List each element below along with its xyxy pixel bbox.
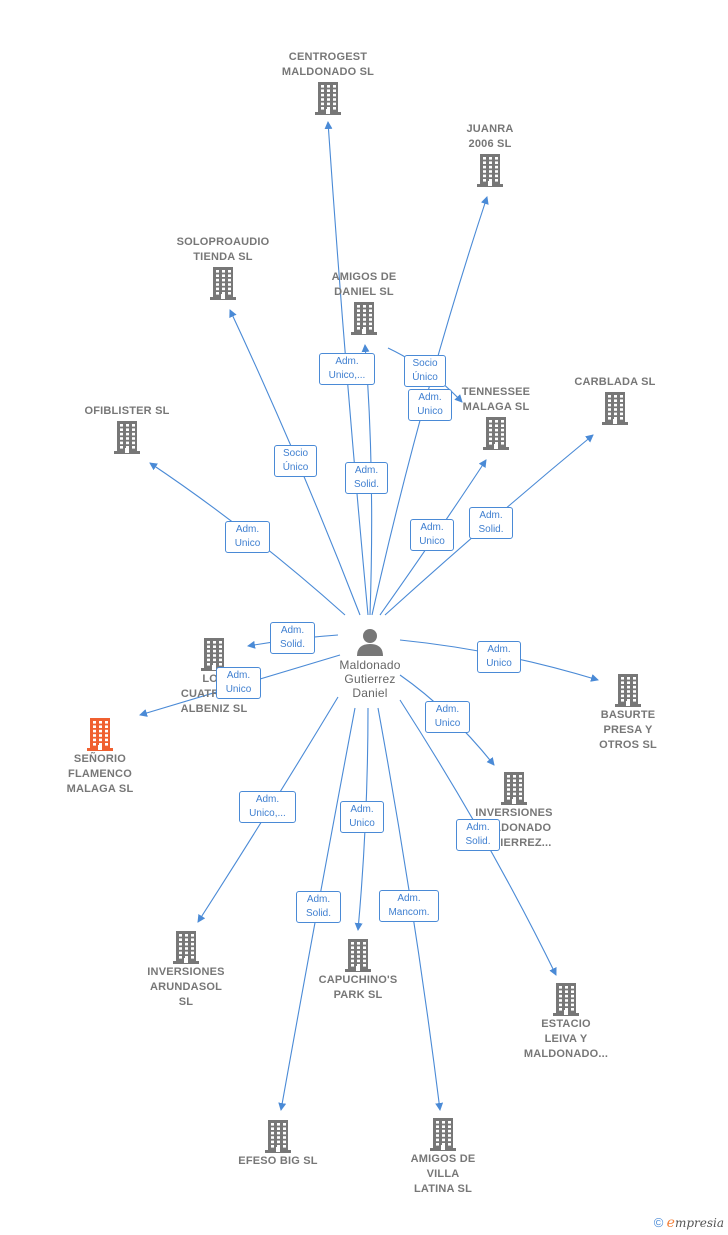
brand-logo-text: mpresia xyxy=(674,1216,724,1230)
company-carblada[interactable]: CARBLADA SL xyxy=(560,375,670,426)
company-label: SEÑORIO FLAMENCO MALAGA SL xyxy=(66,753,134,795)
role-label-capuchinos[interactable]: Adm. Unico xyxy=(340,801,384,833)
role-label-basurte[interactable]: Adm. Unico xyxy=(477,641,521,673)
building-icon xyxy=(560,390,670,426)
person-name: Maldonado Gutierrez Daniel xyxy=(339,658,401,700)
role-label-senorio[interactable]: Adm. Unico xyxy=(216,667,261,699)
company-inversiones-maldonado[interactable]: INVERSIONES MALDONADO GUTIERREZ... xyxy=(461,770,567,851)
company-basurte[interactable]: BASURTE PRESA Y OTROS SL xyxy=(580,672,676,753)
role-label-tennessee[interactable]: Adm. Unico xyxy=(410,519,454,551)
copyright-symbol: © xyxy=(653,1215,664,1230)
company-amigos-daniel[interactable]: AMIGOS DE DANIEL SL xyxy=(314,270,414,336)
company-label: CARBLADA SL xyxy=(574,376,656,388)
building-icon xyxy=(164,636,264,672)
company-senorio[interactable]: SEÑORIO FLAMENCO MALAGA SL xyxy=(50,716,150,797)
role-label-amigos-villa[interactable]: Adm. Mancom. xyxy=(379,890,439,922)
building-icon-highlighted xyxy=(50,716,150,752)
building-icon xyxy=(314,300,414,336)
role-label-centrogest[interactable]: Adm. Unico,... xyxy=(319,353,375,385)
role-label-cuatro-albeniz[interactable]: Adm. Solid. xyxy=(270,622,315,654)
company-capuchinos[interactable]: CAPUCHINO'S PARK SL xyxy=(306,937,410,1003)
footer-branding: © empresia xyxy=(654,1215,724,1231)
company-label: ESTACIO LEIVA Y MALDONADO... xyxy=(523,1018,609,1060)
role-label-inversiones-maldonado[interactable]: Adm. Unico xyxy=(425,701,470,733)
building-icon xyxy=(580,672,676,708)
company-efeso[interactable]: EFESO BIG SL xyxy=(224,1118,332,1169)
role-label-soloproaudio[interactable]: Socio Único xyxy=(274,445,317,477)
role-label-amigos-daniel[interactable]: Adm. Solid. xyxy=(345,462,388,494)
company-juanra[interactable]: JUANRA 2006 SL xyxy=(440,122,540,188)
company-estacio[interactable]: ESTACIO LEIVA Y MALDONADO... xyxy=(516,981,616,1062)
role-label-juanra-adm[interactable]: Adm. Unico xyxy=(408,389,452,421)
role-label-juanra-socio[interactable]: Socio Único xyxy=(404,355,446,387)
brand-logo-initial: e xyxy=(666,1215,675,1231)
building-icon xyxy=(263,80,393,116)
company-label: JUANRA 2006 SL xyxy=(466,123,514,150)
company-label: BASURTE PRESA Y OTROS SL xyxy=(599,709,657,751)
role-label-ofiblister[interactable]: Adm. Unico xyxy=(225,521,270,553)
company-label: AMIGOS DE DANIEL SL xyxy=(331,271,397,298)
building-icon xyxy=(72,419,182,455)
building-icon xyxy=(393,1116,493,1152)
person-node[interactable]: Maldonado Gutierrez Daniel xyxy=(326,626,414,700)
person-icon xyxy=(357,629,383,656)
company-arundasol[interactable]: INVERSIONES ARUNDASOL SL xyxy=(136,929,236,1010)
company-tennessee[interactable]: TENNESSEE MALAGA SL xyxy=(446,385,546,451)
company-label: INVERSIONES ARUNDASOL SL xyxy=(147,966,225,1008)
role-label-carblada[interactable]: Adm. Solid. xyxy=(469,507,513,539)
building-icon xyxy=(446,415,546,451)
company-label: CAPUCHINO'S PARK SL xyxy=(318,974,398,1001)
company-label: AMIGOS DE VILLA LATINA SL xyxy=(410,1153,476,1195)
building-icon xyxy=(136,929,236,965)
building-icon xyxy=(306,937,410,973)
company-label: CENTROGEST MALDONADO SL xyxy=(281,51,375,78)
building-icon xyxy=(440,152,540,188)
building-icon xyxy=(224,1118,332,1154)
company-centrogest[interactable]: CENTROGEST MALDONADO SL xyxy=(263,50,393,116)
role-label-estacio[interactable]: Adm. Solid. xyxy=(456,819,500,851)
building-icon xyxy=(516,981,616,1017)
company-ofiblister[interactable]: OFIBLISTER SL xyxy=(72,404,182,455)
company-amigos-villa[interactable]: AMIGOS DE VILLA LATINA SL xyxy=(393,1116,493,1197)
building-icon xyxy=(461,770,567,806)
role-label-arundasol[interactable]: Adm. Unico,... xyxy=(239,791,296,823)
role-label-efeso[interactable]: Adm. Solid. xyxy=(296,891,341,923)
company-label: SOLOPROAUDIO TIENDA SL xyxy=(176,236,270,263)
building-icon xyxy=(163,265,283,301)
company-soloproaudio[interactable]: SOLOPROAUDIO TIENDA SL xyxy=(163,235,283,301)
company-label: OFIBLISTER SL xyxy=(84,405,170,417)
company-label: EFESO BIG SL xyxy=(238,1155,318,1167)
company-label: TENNESSEE MALAGA SL xyxy=(461,386,531,413)
